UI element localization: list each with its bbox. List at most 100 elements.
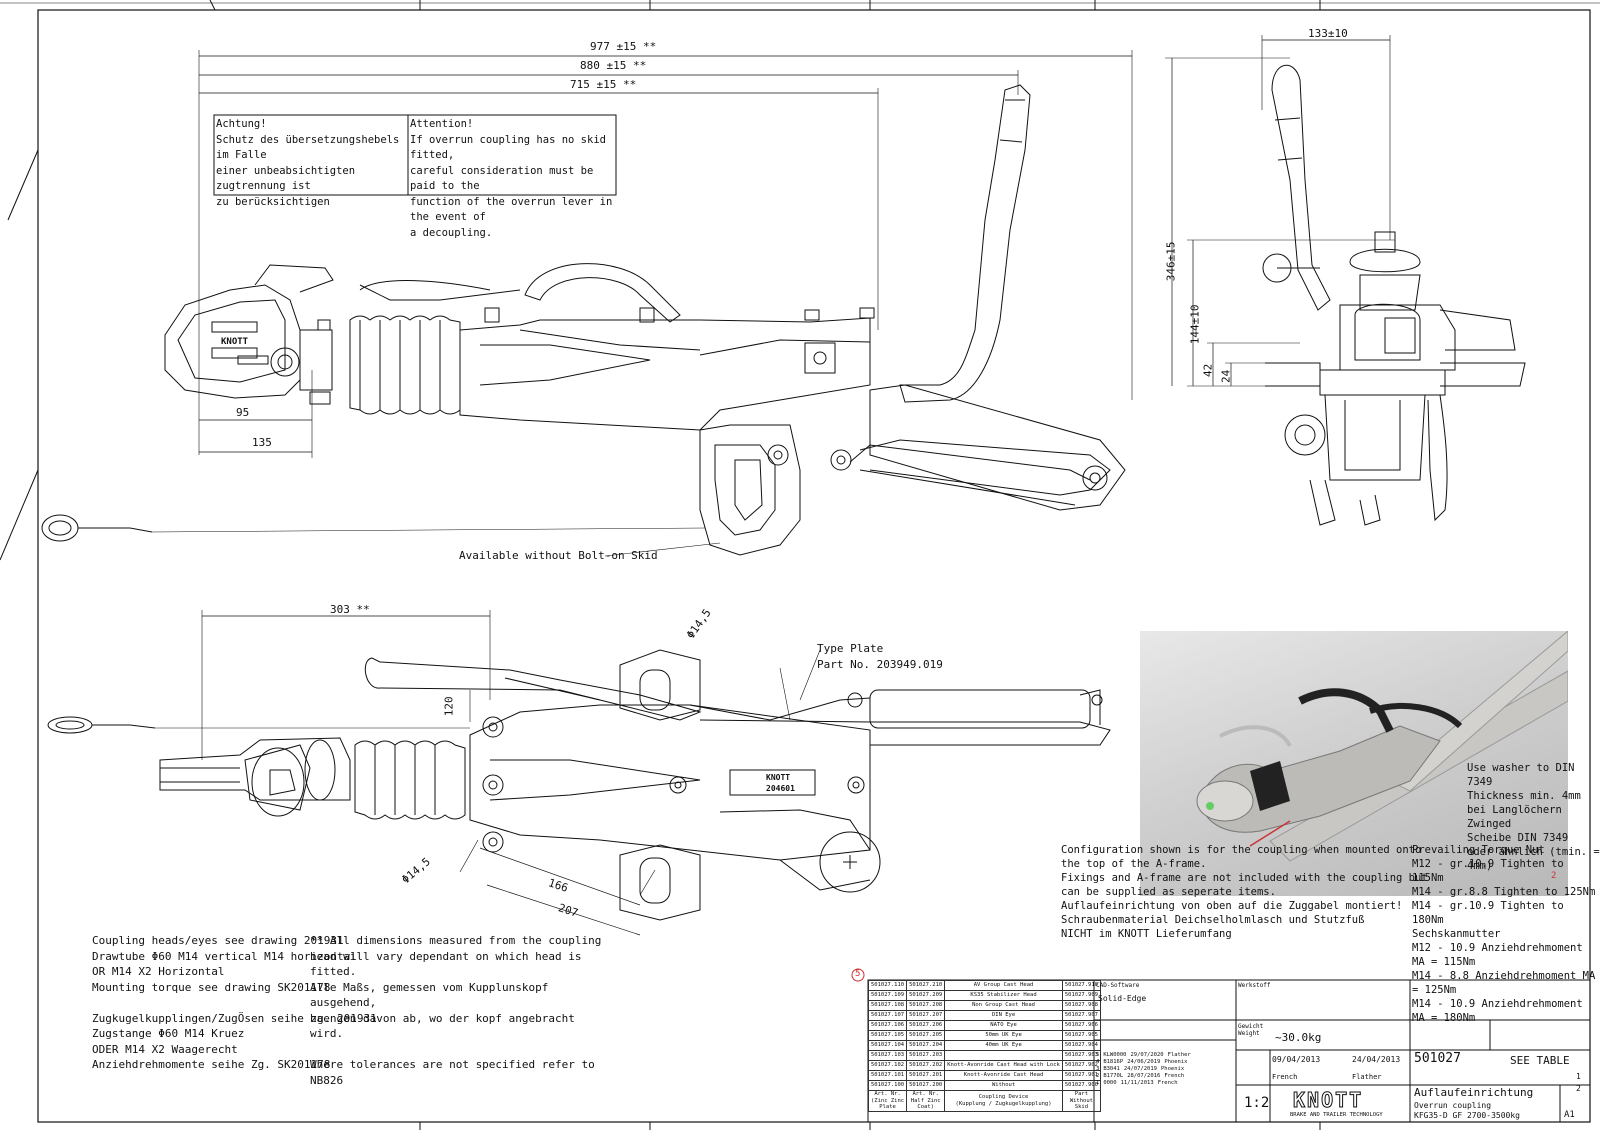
revision-marker-5: 5 [855, 969, 861, 979]
variant-header-cell: Art. Nr. Half Zinc Coat) [906, 1090, 946, 1112]
checked-date: 24/04/2013 [1352, 1055, 1401, 1064]
revision-cell: 1 [1096, 1080, 1100, 1086]
weight-label: Gewicht Weight [1238, 1023, 1264, 1037]
dim-42: 42 [1201, 363, 1215, 377]
variant-cell: AV Group Cast Head [944, 980, 1063, 991]
variant-cell: 501027.103 [867, 1050, 908, 1061]
variant-cell: 501027.204 [906, 1040, 946, 1051]
sheet-count: 2 [1576, 1084, 1581, 1093]
variant-header-cell: Part Without Skid [1061, 1090, 1101, 1112]
variant-cell: 501027.104 [867, 1040, 908, 1051]
revision-cell: 3 [1096, 1066, 1100, 1072]
revision-cell: 24/07/2019 [1123, 1066, 1157, 1072]
variant-cell: 501027.209 [906, 990, 946, 1001]
revision-cell: 5 [1096, 1052, 1100, 1058]
revision-cell: 0000 [1103, 1080, 1117, 1086]
variant-header-cell: Art. Nr. (Zinc Zinc Plate [867, 1090, 908, 1112]
warning-german: Achtung! Schutz des übersetzungshebels i… [216, 118, 400, 208]
variant-cell: 501027.207 [906, 1010, 946, 1021]
variant-cell: 501027.904 [1061, 1040, 1101, 1051]
cad-software-label: CAD-Software [1096, 982, 1140, 989]
dim-120: 120 [442, 696, 456, 717]
variant-cell: Non Group Cast Head [944, 1000, 1063, 1011]
variant-cell: 501027.205 [906, 1030, 946, 1041]
variant-cell: 501027.108 [867, 1000, 908, 1011]
revision-cell: Phoenix [1161, 1066, 1185, 1072]
revision-cell: B1816P [1103, 1059, 1124, 1065]
company-tagline: BRAKE AND TRAILER TECHNOLOGY [1290, 1112, 1383, 1118]
torque-note: Prevailing Torque Nut M12 - gr.10.9 Tigh… [1412, 844, 1596, 1024]
revision-cell: 2 [1096, 1073, 1100, 1079]
revision-cell: 29/07/2020 [1130, 1052, 1164, 1058]
variant-cell: 501027.110 [867, 980, 908, 991]
revision-cell: Flather [1167, 1052, 1191, 1058]
notes-coupling-heads: Coupling heads/eyes see drawing 201931 D… [92, 934, 377, 1071]
variant-cell: DIN Eye [944, 1010, 1063, 1021]
variant-cell: 501027.908 [1061, 1000, 1101, 1011]
variant-cell: 501027.105 [867, 1030, 908, 1041]
variant-cell: Knott-Avonride Cast Head [944, 1070, 1063, 1081]
title-english: Overrun coupling [1414, 1101, 1492, 1110]
variant-cell: 501027.100 [867, 1080, 908, 1091]
variant-header-cell: Coupling Device (Kupplung / Zugkugelkupp… [944, 1090, 1063, 1112]
revision-cell: 24/06/2019 [1127, 1059, 1161, 1065]
revision-cell: B3041 [1103, 1066, 1120, 1072]
variant-cell: 501027.910 [1061, 980, 1101, 991]
variant-cell: 501027.106 [867, 1020, 908, 1031]
variant-cell: NATO Eye [944, 1020, 1063, 1031]
weight-value: ~30.0kg [1275, 1031, 1322, 1044]
variant-cell: 501027.909 [1061, 990, 1101, 1001]
dim-977: 977 ±15 ** [590, 40, 657, 53]
variant-cell: 501027.102 [867, 1060, 908, 1071]
variant-cell: 501027.201 [906, 1070, 946, 1081]
see-table-label: SEE TABLE [1510, 1054, 1570, 1067]
brand-label-plan: KNOTT [766, 773, 791, 782]
dim-133: 133±10 [1308, 27, 1348, 40]
variant-cell: 501027.901 [1061, 1070, 1101, 1081]
revision-cell: French [1157, 1080, 1178, 1086]
variant-cell: 501027.202 [906, 1060, 946, 1071]
variant-cell: 501027.903 [1061, 1050, 1101, 1061]
dim-95: 95 [236, 406, 250, 419]
variant-cell: Without [944, 1080, 1063, 1091]
variant-cell: 501027.900 [1061, 1080, 1101, 1091]
revision-cell: 11/11/2013 [1120, 1080, 1154, 1086]
revision-marker-2: 2 [1551, 871, 1557, 881]
revision-cell: Phoenix [1164, 1059, 1188, 1065]
scale-value: 1:2 [1244, 1095, 1270, 1111]
configuration-note: Configuration shown is for the coupling … [1061, 844, 1428, 940]
title-model: KFG35-D GF 2700-3500kg [1414, 1111, 1520, 1120]
checked-by: Flather [1352, 1073, 1382, 1081]
variant-cell: KS35 Stabilizer Head [944, 990, 1063, 1001]
variant-cell: 501027.206 [906, 1020, 946, 1031]
drawn-by: French [1272, 1073, 1298, 1081]
variant-cell: Knott-Avonride Cast Head with Lock [944, 1060, 1063, 1071]
dim-346: 346±15 [1164, 241, 1178, 282]
variant-cell: 501027.210 [906, 980, 946, 991]
variant-cell [944, 1050, 1063, 1061]
sheet-size: A1 [1564, 1110, 1575, 1120]
variant-cell: 501027.109 [867, 990, 908, 1001]
dim-144: 144±10 [1188, 304, 1202, 345]
drawing-number: 501027 [1414, 1051, 1461, 1066]
coupling-photo [1140, 631, 1568, 896]
variant-cell: 501027.907 [1061, 1010, 1101, 1021]
revision-cell: 4 [1096, 1059, 1100, 1065]
variant-cell: 501027.208 [906, 1000, 946, 1011]
